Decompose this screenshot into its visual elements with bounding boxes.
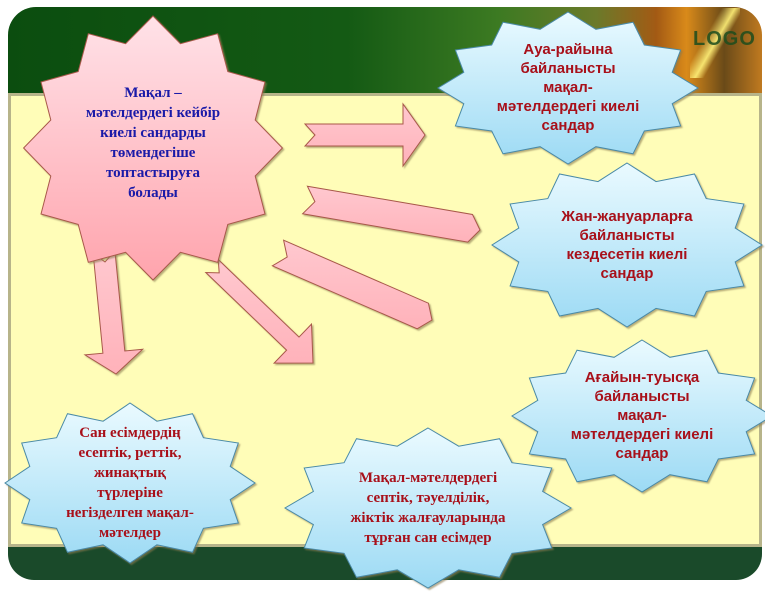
central-topic-star: [22, 15, 284, 281]
branch-relatives-star: [511, 339, 765, 493]
central-topic-text: Мақал – мәтелдердегі кейбір киелі сандар…: [85, 85, 221, 201]
arrow-to-animals-icon: [301, 185, 481, 243]
arrow-to-weather-icon: [303, 102, 426, 168]
logo-shine-decoration: [690, 8, 740, 78]
branch-animals-text: Жан-жануарларға байланысты кездесетін ки…: [561, 207, 693, 282]
branch-types-text: Сан есімдердің есептік, реттік, жинақтық…: [66, 425, 194, 541]
arrows-layer: [83, 102, 481, 375]
branch-animals-star: [491, 162, 763, 328]
branch-suffixes-star: [284, 427, 572, 589]
arrow-to-suffixes-icon: [204, 258, 314, 364]
branch-weather-text: Ауа-райына байланысты мақал- мәтелдердег…: [496, 41, 640, 135]
branch-weather-star: [437, 11, 699, 165]
stars-layer: [4, 11, 765, 589]
arrow-to-relatives-icon: [271, 239, 433, 330]
logo: LOGO: [693, 28, 756, 50]
branch-relatives-text: Ағайын-туысқа байланысты мақал- мәтелдер…: [570, 369, 714, 463]
arrow-to-types-icon: [83, 249, 145, 375]
branch-suffixes-text: Мақал-мәтелдердегі септік, тәуелділік, ж…: [350, 470, 506, 546]
branch-types-star: [4, 402, 256, 564]
